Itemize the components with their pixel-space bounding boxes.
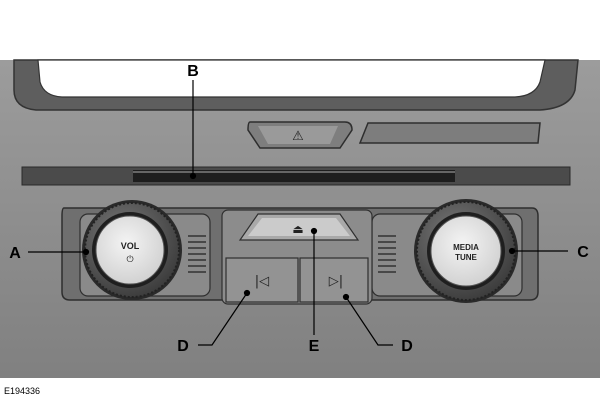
callout-d-left: D	[177, 338, 189, 355]
screen-area	[37, 59, 546, 98]
media-label: MEDIA	[453, 243, 479, 252]
media-grill	[378, 235, 396, 273]
power-icon: ⏻	[126, 254, 133, 265]
hazard-button[interactable]: ⚠	[247, 121, 353, 149]
vol-grill	[188, 235, 206, 273]
callout-a: A	[9, 245, 21, 262]
seek-forward-button[interactable]: ▷|	[299, 257, 369, 303]
callout-d-right: D	[401, 338, 413, 355]
eject-button[interactable]: ⏏	[238, 213, 360, 241]
tune-label: TUNE	[455, 253, 477, 262]
skip-forward-icon: ▷|	[329, 274, 343, 289]
callout-c: C	[577, 244, 589, 261]
seek-back-button[interactable]: |◁	[225, 257, 299, 303]
media-tune-knob[interactable]: MEDIA TUNE	[414, 199, 518, 303]
eject-icon: ⏏	[292, 222, 303, 236]
vol-label: VOL	[121, 241, 140, 251]
callout-b: B	[187, 63, 199, 80]
hazard-triangle-icon: ⚠	[292, 129, 304, 144]
vol-knob[interactable]: VOL ⏻	[82, 200, 182, 300]
figure-code: E194336	[4, 386, 41, 396]
leader-lines	[28, 80, 568, 346]
skip-back-icon: |◁	[255, 274, 269, 289]
callout-e: E	[309, 338, 320, 355]
vent-slot	[358, 122, 541, 144]
